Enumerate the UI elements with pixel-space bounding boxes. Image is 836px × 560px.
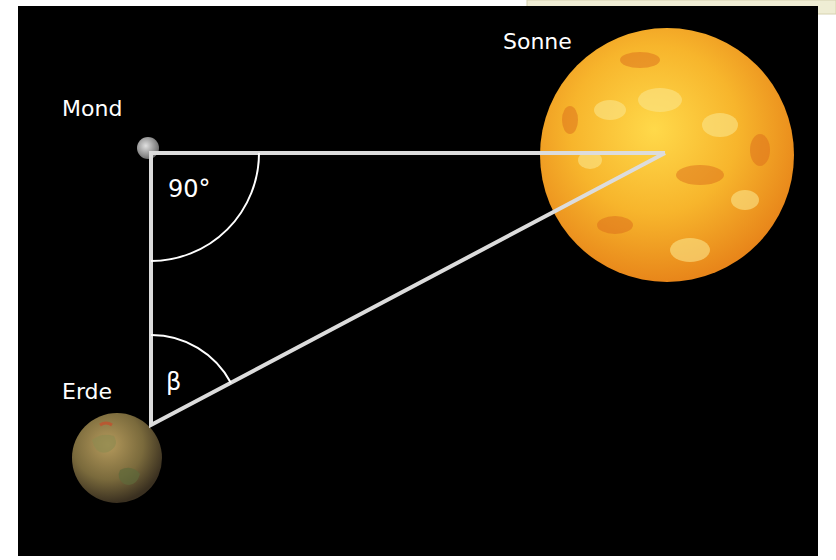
sun-label: Sonne [503, 31, 572, 53]
moon-label: Mond [62, 98, 122, 120]
angle-arcs [151, 153, 259, 383]
earth [72, 413, 162, 503]
triangle [151, 153, 665, 425]
earth-label: Erde [62, 381, 112, 403]
angle-label: 90° [168, 177, 211, 201]
moon [137, 137, 159, 159]
angle-label: β [166, 370, 181, 394]
space-background [18, 6, 818, 556]
